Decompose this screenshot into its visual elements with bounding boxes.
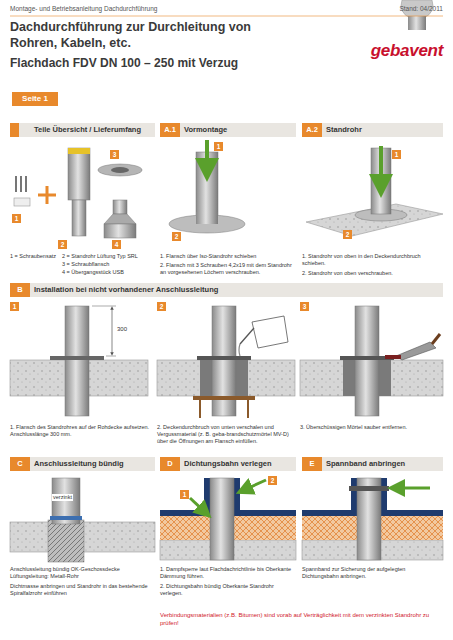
section-band: Vormontage A.1 [160,123,296,137]
node-text: 4 [112,240,121,249]
caption-text: 3 = Schraubflansch [62,261,155,268]
node-text: Spannband anbringen [326,457,443,471]
node-text: D [160,457,180,471]
node-text: 2 [268,476,277,485]
node-text: 2 [157,302,166,311]
callout-number: 2 [268,476,277,485]
caption-text: Stand: 04/2011 [343,5,443,13]
node-text: Seite 1 [12,92,58,106]
logo-text: gebavent [346,40,443,62]
strap [302,478,443,560]
caption-text: Dichtmasse anbringen und Standrohr in da… [10,583,155,597]
caption-text: 4 = Übergangsstück USB [62,269,155,276]
node-text: 3 [110,150,119,159]
section-letter: A.1 [160,123,180,137]
section-letter: E [302,457,322,471]
node-text: 1 [392,150,401,159]
caption-text: 2. Dichtungsbahn bündig Oberkante Standr… [160,583,296,597]
node-text: 1 [180,490,189,499]
callout-number: 3 [300,302,309,311]
section-letter: D [160,457,180,471]
callout-number: 2 [343,230,352,239]
caption-text: Spannband zur Sicherung der aufgelegten … [302,566,443,580]
callout-number: 1 [214,142,223,151]
node-text: E [302,457,322,471]
callout-number: 1 [180,490,189,499]
node-text: 1 [12,214,21,223]
node-text: B [10,283,30,297]
node-text: A.2 [302,123,322,137]
callout-number: 4 [112,240,121,249]
node-text: Teile Übersicht / Lieferumfang [34,123,155,137]
node-text: Dichtungsbahn verlegen [184,457,296,471]
caption-text: 1. Flansch des Standrohres auf der Rohde… [10,424,150,438]
caption-text: 3. Überschüssigen Mörtel sauber entferne… [300,424,443,431]
caption-text: 2. Standrohr von oben verschrauben. [302,270,443,277]
dimension-label: 300 [116,326,128,334]
callout-number: 2 [172,232,181,241]
section-band: Anschlussleitung bündig C [10,457,155,471]
section-band: Dichtungsbahn verlegen D [160,457,296,471]
pre-assembly [169,140,245,233]
node-text: 1 [10,302,19,311]
installation-b [10,306,443,418]
section-band: Teile Übersicht / Lieferumfang [10,123,155,137]
node-text: C [10,457,30,471]
callout-number: 2 [157,302,166,311]
band-marker [10,123,19,137]
callout-number: 1 [392,150,401,159]
node-text: 2 [172,232,181,241]
callout-number: 1 [10,302,19,311]
caption-text: 1. Flansch über Iso-Standrohr schieben [160,253,296,260]
section-letter: B [10,283,30,297]
node-text: Vormontage [184,123,296,137]
section-band: Standrohr A.2 [302,123,443,137]
page-tab: Seite 1 [12,92,58,106]
caption-text: 1. Standrohr von oben in den Deckendurch… [302,253,443,267]
section-band: Installation bei nicht vorhandener Ansch… [10,283,443,297]
caption-text: 2 = Standrohr Lüftung Typ SRL [62,253,155,260]
callout-number: 2 [58,240,67,249]
callout-number: 3 [110,150,119,159]
node-text: 1 [214,142,223,151]
node-text: Anschlussleitung bündig [34,457,155,471]
node-text: Standrohr [326,123,443,137]
node-text: 2 [343,230,352,239]
page-title: Dachdurchführung zur Durchleitung von Ro… [10,20,260,51]
node-text: Installation bei nicht vorhandener Ansch… [34,283,443,297]
caption-text: 1 = Schraubensatz [10,253,60,260]
caption-text: verzinkt [52,494,73,501]
section-letter: A.2 [302,123,322,137]
connection-flush [10,478,155,562]
header-pipe [401,0,433,30]
parts-overview [14,148,142,238]
section-letter: C [10,457,30,471]
caption-text: 1. Dampfsperre laut Flachdachrichtlinie … [160,566,296,580]
membrane [160,478,296,560]
section-band: Spannband anbringen E [302,457,443,471]
caption-text: Anschlussleitung bündig OK-Geschossdecke… [10,566,155,580]
caption-text: Montage- und Betriebsanleitung Dachdurch… [10,5,310,13]
caption-text: Flachdach FDV DN 100 – 250 mit Verzug [10,56,310,72]
node-text: 2 [58,240,67,249]
node-text: A.1 [160,123,180,137]
caption-text: Verbindungsmaterialien (z.B. Bitumen) si… [160,612,443,628]
callout-number: 1 [12,214,21,223]
caption-text: 2. Deckendurchbruch von unten verschalen… [157,424,295,445]
caption-text: 2. Flansch mit 3 Schrauben 4,2x19 mit de… [160,262,296,276]
stand-pipe [306,146,443,236]
node-text: 3 [300,302,309,311]
